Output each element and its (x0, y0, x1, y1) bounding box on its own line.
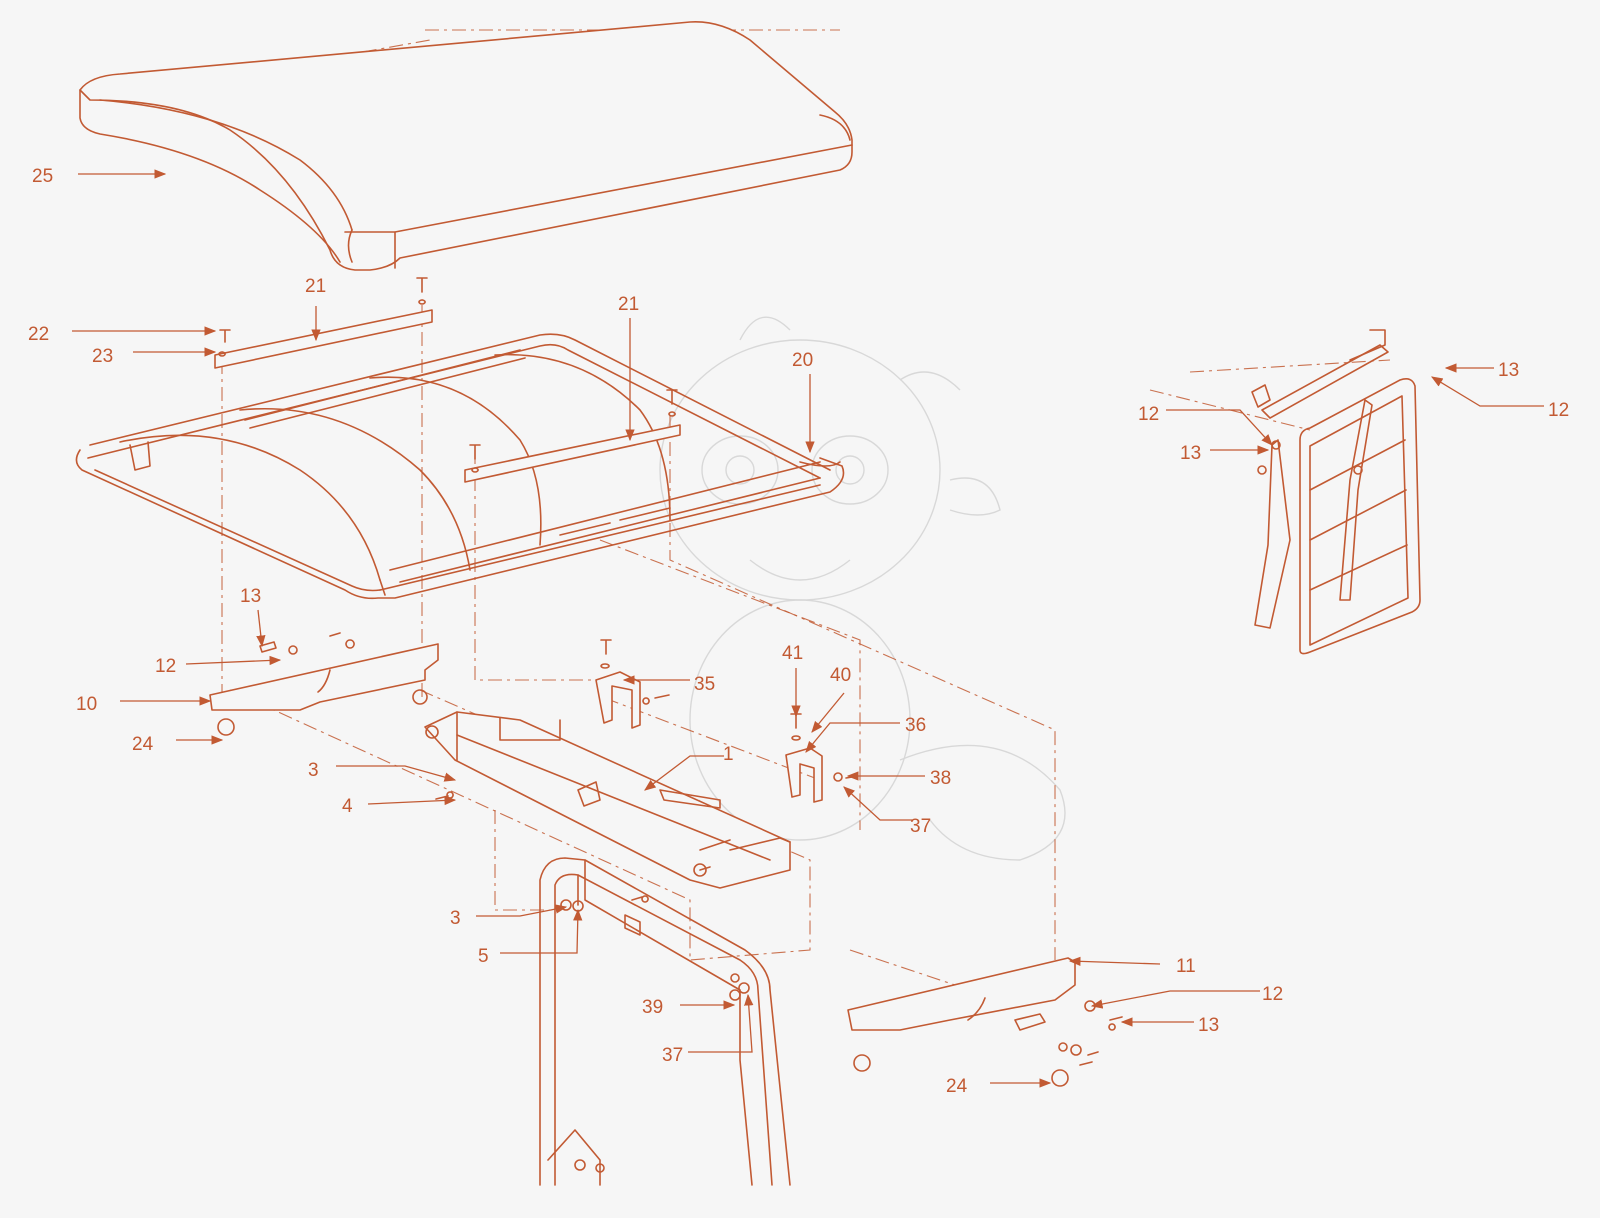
callout-24-left: 24 (132, 734, 154, 755)
callout-13-left: 13 (240, 586, 261, 607)
callout-25: 25 (32, 166, 53, 187)
callout-11: 11 (1176, 956, 1196, 977)
roof-canopy-part-25 (79, 21, 853, 271)
callout-35: 35 (694, 674, 715, 695)
callout-36: 36 (905, 715, 926, 736)
callout-12-inset-right: 12 (1548, 400, 1569, 421)
callout-21-top: 21 (305, 276, 326, 297)
rail-bracket-part-11 (847, 957, 1123, 1087)
callout-12-inset-left: 12 (1138, 404, 1159, 425)
callout-37-bottom: 37 (662, 1045, 683, 1066)
callout-12-left: 12 (155, 656, 176, 677)
callout-22: 22 (28, 324, 49, 345)
assembly-guide-lines (149, 29, 1391, 1001)
watermark-mascot (659, 316, 1066, 881)
callout-13-inset-left: 13 (1180, 443, 1201, 464)
callout-40: 40 (830, 665, 851, 686)
callout-4: 4 (342, 796, 353, 817)
callout-10: 10 (76, 694, 97, 715)
callout-1: 1 (723, 744, 734, 765)
callout-5: 5 (478, 946, 489, 967)
callout-38: 38 (930, 768, 951, 789)
callout-13-inset-right: 13 (1498, 360, 1519, 381)
side-view-inset (1251, 329, 1421, 655)
bracket-part-35 (595, 639, 670, 729)
callout-23: 23 (92, 346, 113, 367)
callout-24-bottom: 24 (946, 1076, 968, 1097)
callout-13-bottom: 13 (1198, 1015, 1219, 1036)
upright-frame (539, 857, 791, 1186)
strap-part-21-top (214, 277, 433, 369)
callout-39: 39 (642, 997, 663, 1018)
roof-frame-part-20 (75, 333, 845, 600)
callout-3-bottom: 3 (450, 908, 461, 929)
callout-20: 20 (792, 350, 813, 371)
angle-bracket-part-36 (785, 713, 859, 803)
callout-37-top: 37 (910, 816, 931, 837)
callout-21-right: 21 (618, 294, 639, 315)
callout-leaders (72, 169, 1544, 1088)
callout-labels: 25 21 22 23 21 20 13 12 10 24 35 41 40 3… (28, 166, 1569, 1097)
callout-12-bottom: 12 (1262, 984, 1283, 1005)
rail-bracket-part-10 (209, 632, 439, 736)
callout-41: 41 (782, 643, 803, 664)
callout-3-top: 3 (308, 760, 319, 781)
